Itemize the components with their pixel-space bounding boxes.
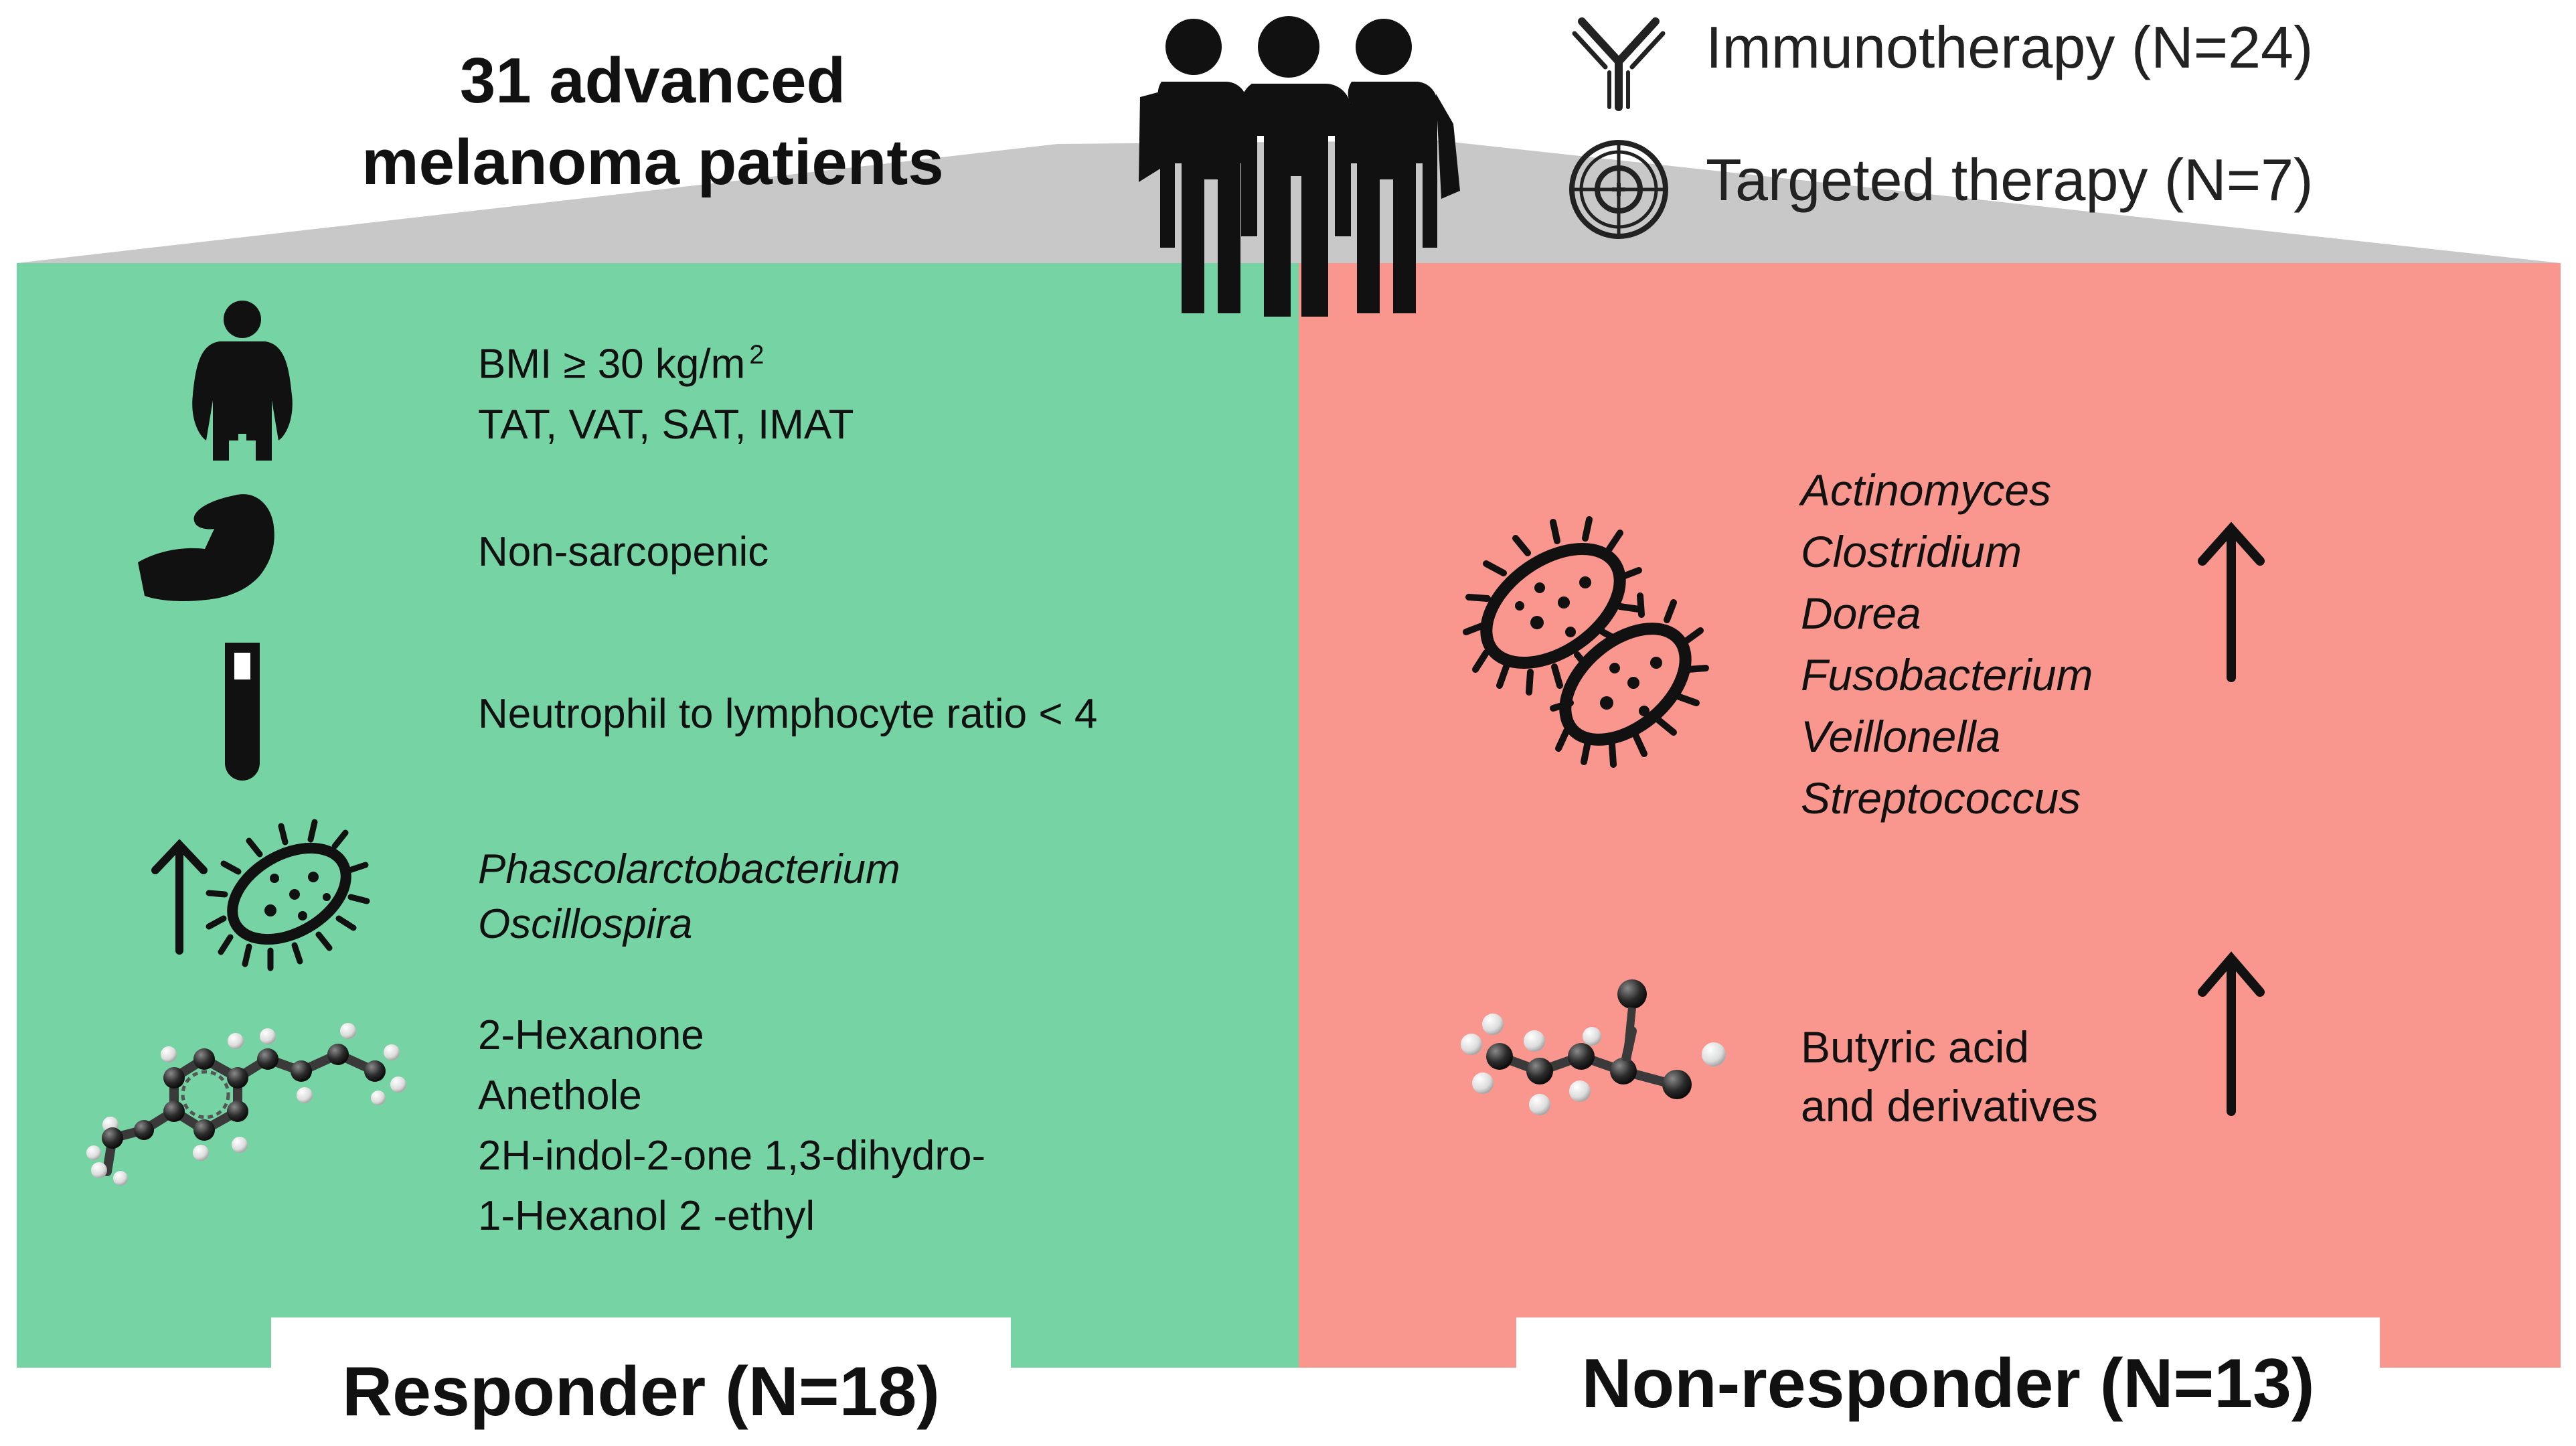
metabolites-up-arrow [2198,951,2265,1116]
bmi-line: BMI ≥ 30 kg/m [478,341,746,388]
responder-bacteria-up-arrow [151,839,208,955]
bacteria-clostridium: Clostridium [1801,527,2022,576]
butyric-acid-line: Butyric acid [1801,1022,2030,1072]
bacterium-icon [206,819,370,971]
bacteria-veillonella: Veillonella [1801,712,2001,761]
diagram-title: 31 advanced melanoma patients [295,40,1011,204]
target-icon [1569,140,1668,239]
bacteria-phascolarctobacterium: Phascolarctobacterium [478,846,900,892]
bacteria-up-arrow [2198,521,2265,682]
responder-bacteria-list: Phascolarctobacterium Oscillospira [478,842,900,952]
bacteria-pair-icon [1463,516,1709,768]
non-sarcopenic-text: Non-sarcopenic [478,529,769,575]
test-tube-icon [225,643,260,781]
metabolite-anethole: Anethole [478,1072,642,1119]
bacteria-fusobacterium: Fusobacterium [1801,650,2093,700]
metabolite-indol-2-one: 2H-indol-2-one 1,3-dihydro- [478,1133,986,1179]
obese-person-icon [192,301,293,461]
metabolite-2-hexanone: 2-Hexanone [478,1012,704,1058]
nlr-text: Neutrophil to lymphocyte ratio < 4 [478,691,1098,737]
responder-metabolite-list: 2-Hexanone Anethole 2H-indol-2-one 1,3-d… [478,1006,985,1247]
butyric-acid-molecule-icon [1461,979,1726,1115]
responder-panel [17,263,1299,1368]
non-responder-metabolite-text: Butyric acid and derivatives [1801,1018,2098,1135]
non-responder-label-tab [1516,1317,2380,1446]
responder-label-tab [271,1317,1011,1446]
non-responder-label: Non-responder (N=13) [1581,1345,2315,1423]
antibody-icon [1572,17,1666,111]
responder-label: Responder (N=18) [342,1353,940,1431]
bacteria-dorea: Dorea [1801,588,1921,638]
metabolite-hexanol-ethyl: 1-Hexanol 2 -ethyl [478,1193,815,1239]
derivatives-line: and derivatives [1801,1081,2098,1131]
fat-measures-line: TAT, VAT, SAT, IMAT [478,401,854,448]
legend-immunotherapy: Immunotherapy (N=24) [1706,14,2314,80]
bacteria-oscillospira: Oscillospira [478,901,693,947]
legend-targeted-therapy: Targeted therapy (N=7) [1706,147,2314,213]
title-line-1: 31 advanced [459,45,846,116]
bacteria-actinomyces: Actinomyces [1801,465,2052,515]
anethole-molecule-icon [86,1023,406,1186]
patients-group-icon [1139,16,1460,317]
non-responder-bacteria-list: Actinomyces Clostridium Dorea Fusobacter… [1801,459,2093,829]
non-responder-panel [1299,263,2561,1368]
bacteria-streptococcus: Streptococcus [1801,773,2081,823]
flexed-arm-icon [138,494,274,601]
bmi-superscript: 2 [749,340,764,370]
title-line-2: melanoma patients [361,127,944,198]
